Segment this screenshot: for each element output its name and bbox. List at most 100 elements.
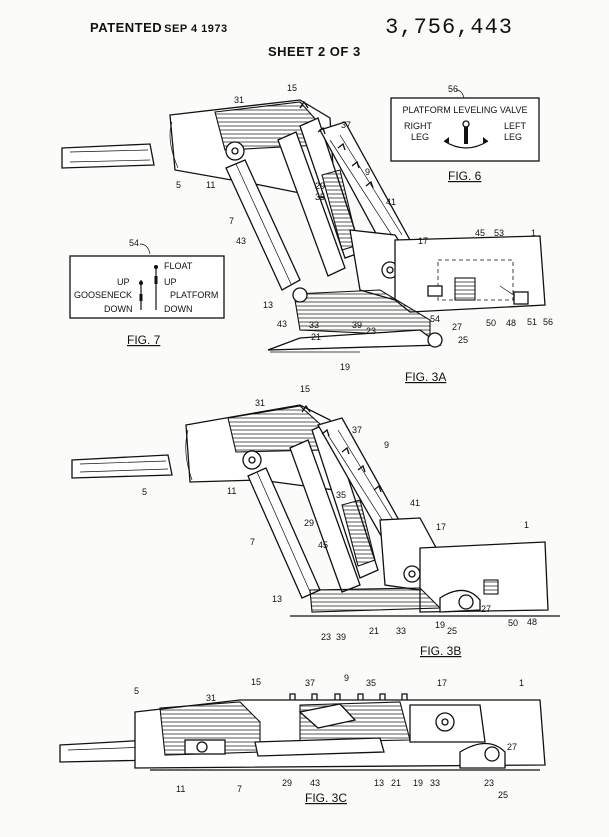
fig3b-boom-tip <box>71 454 173 479</box>
fig3b-ref-numeral: 17 <box>436 522 446 532</box>
fig6-ref: 56 <box>448 84 458 94</box>
fig3a-ref-numeral: 23 <box>366 326 376 336</box>
fig7-caption: FIG. 7 <box>127 333 161 347</box>
gooseneck-lever-icon <box>139 280 143 310</box>
fig7-float: FLOAT <box>164 261 193 271</box>
fig6-left-leg-1: LEFT <box>504 121 527 131</box>
fig3c-ref-numeral: 27 <box>507 742 517 752</box>
fig3b-ref-numeral: 41 <box>410 498 420 508</box>
fig3a-ref-numeral: 27 <box>452 322 462 332</box>
fig3c-ref-labels: 15 37 9 35 17 1 5 31 27 11 7 29 43 13 21… <box>134 673 524 800</box>
fig3b-ref-numeral: 1 <box>524 520 529 530</box>
fig3a-drawing: 15 31 37 9 5 11 29 35 41 7 43 17 45 53 1… <box>61 83 553 384</box>
fig3a-ref-numeral: 13 <box>263 300 273 310</box>
fig3a-ref-numeral: 39 <box>352 320 362 330</box>
fig3a-ref-numeral: 48 <box>506 318 516 328</box>
fig3c-ref-numeral: 15 <box>251 677 261 687</box>
patent-number: 3,756,443 <box>385 15 513 40</box>
fig3a-ref-numeral: 17 <box>418 236 428 246</box>
fig3b-ref-numeral: 48 <box>527 617 537 627</box>
fig3c-drawing: 15 37 9 35 17 1 5 31 27 11 7 29 43 13 21… <box>59 673 546 805</box>
fig3b-ref-numeral: 9 <box>384 440 389 450</box>
patented-label: PATENTED <box>90 20 163 35</box>
fig7-up-right: UP <box>164 277 177 287</box>
fig6-left-leg-2: LEG <box>504 132 522 142</box>
fig3c-ref-numeral: 23 <box>484 778 494 788</box>
fig3b-ref-numeral: 19 <box>435 620 445 630</box>
fig3b-ref-numeral: 35 <box>336 490 346 500</box>
fig3b-ref-numeral: 29 <box>304 518 314 528</box>
fig3c-ref-numeral: 35 <box>366 678 376 688</box>
fig3a-ref-numeral: 7 <box>229 216 234 226</box>
fig3c-ref-numeral: 21 <box>391 778 401 788</box>
fig3b-ref-numeral: 5 <box>142 487 147 497</box>
fig3a-ref-labels: 15 31 37 9 5 11 29 35 41 7 43 17 45 53 1… <box>176 83 553 372</box>
fig3a-ref-numeral: 33 <box>309 320 319 330</box>
fig3a-base <box>293 289 431 337</box>
fig7-up-left: UP <box>117 277 130 287</box>
fig3a-ref-numeral: 45 <box>475 228 485 238</box>
fig3c-ref-numeral: 7 <box>237 784 242 794</box>
fig6-title: PLATFORM LEVELING VALVE <box>402 105 527 115</box>
fig3b-ref-numeral: 31 <box>255 398 265 408</box>
fig3c-ref-numeral: 11 <box>176 784 185 794</box>
fig6-right-leg-1: RIGHT <box>404 121 433 131</box>
fig3c-ref-numeral: 1 <box>519 678 524 688</box>
fig7-platform: PLATFORM <box>170 290 218 300</box>
fig3b-ref-numeral: 23 <box>321 632 331 642</box>
fig3c-cylinder <box>254 737 385 757</box>
fig7-down-left: DOWN <box>104 304 133 314</box>
fig3b-ref-numeral: 39 <box>336 632 346 642</box>
fig3a-ref-numeral: 37 <box>341 120 351 130</box>
fig3a-ref-numeral: 29 <box>315 181 325 191</box>
fig7-down-right: DOWN <box>164 304 193 314</box>
fig3b-ref-numeral: 50 <box>508 618 518 628</box>
fig3c-ref-numeral: 29 <box>282 778 292 788</box>
fig6-valve-panel: 56 PLATFORM LEVELING VALVE RIGHT LEG LEF… <box>390 84 540 183</box>
fig3c-ref-numeral: 13 <box>374 778 384 788</box>
fig3a-ref-numeral: 21 <box>311 332 321 342</box>
fig3a-caption: FIG. 3A <box>405 370 446 384</box>
fig3a-ref-numeral: 54 <box>430 314 440 324</box>
fig7-gooseneck: GOOSENECK <box>74 290 132 300</box>
fig3a-ref-numeral: 19 <box>340 362 350 372</box>
fig3a-ref-numeral: 9 <box>365 167 370 177</box>
fig3a-ref-numeral: 31 <box>234 95 244 105</box>
fig3c-ref-numeral: 19 <box>413 778 423 788</box>
patent-date: SEP 4 1973 <box>164 23 228 35</box>
fig3b-caption: FIG. 3B <box>420 644 461 658</box>
fig3c-ref-numeral: 17 <box>437 678 447 688</box>
fig3a-ref-numeral: 43 <box>236 236 246 246</box>
fig3a-ref-numeral: 35 <box>315 192 325 202</box>
fig3a-ref-numeral: 53 <box>494 228 504 238</box>
fig3a-boom-tip <box>61 143 155 169</box>
fig6-right-leg-2: LEG <box>411 132 429 142</box>
fig3b-ref-numeral: 37 <box>352 425 362 435</box>
fig3a-ref-numeral: 15 <box>287 83 297 93</box>
fig3a-ref-numeral: 5 <box>176 180 181 190</box>
fig3c-ref-numeral: 31 <box>206 693 216 703</box>
fig3a-ref-numeral: 43 <box>277 319 287 329</box>
fig3a-ref-numeral: 56 <box>543 317 553 327</box>
fig3a-ref-numeral: 25 <box>458 335 468 345</box>
fig3c-caption: FIG. 3C <box>305 791 347 805</box>
fig3c-ref-numeral: 25 <box>498 790 508 800</box>
fig3a-cylinder-29 <box>277 131 346 277</box>
fig3b-ref-numeral: 21 <box>369 626 379 636</box>
valve-lever-icon <box>443 120 489 149</box>
fig3a-ref-numeral: 11 <box>206 180 215 190</box>
fig3a-ref-numeral: 1 <box>531 228 536 238</box>
fig3a-ref-numeral: 51 <box>527 317 537 327</box>
fig3b-ref-numeral: 27 <box>481 604 491 614</box>
fig3c-ref-numeral: 37 <box>305 678 315 688</box>
fig3b-ref-numeral: 45 <box>318 540 328 550</box>
fig3a-ref-numeral: 50 <box>486 318 496 328</box>
fig3b-ref-labels: 15 31 37 9 5 11 35 41 29 45 17 1 7 13 27… <box>142 384 537 642</box>
platform-lever-icon <box>154 265 158 310</box>
fig3b-ref-numeral: 7 <box>250 537 255 547</box>
fig3b-ref-numeral: 33 <box>396 626 406 636</box>
fig3a-valve-box <box>437 259 514 301</box>
